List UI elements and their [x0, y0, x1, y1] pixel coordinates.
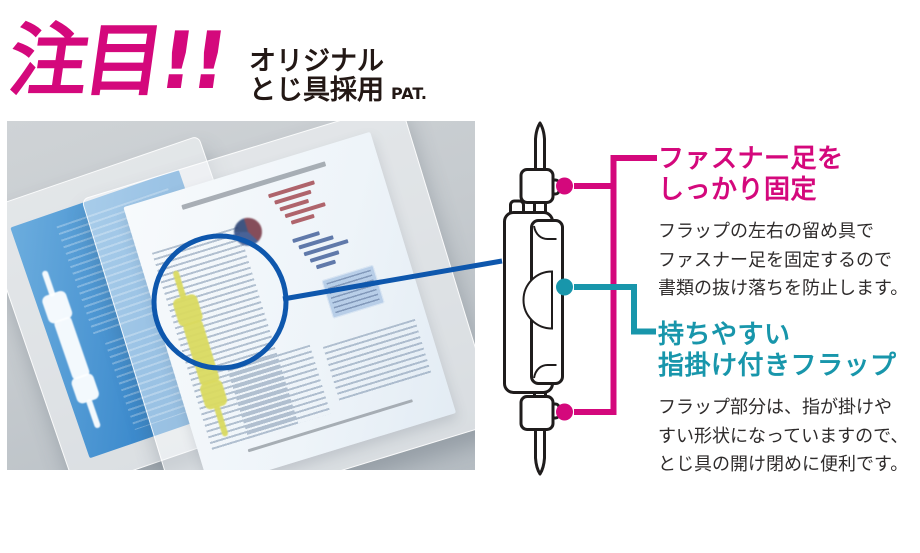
- heading-line: ファスナー足を: [658, 144, 844, 174]
- attention-title: 注目!!: [3, 15, 231, 107]
- callout-flap: 持ちやすい 指掛け付きフラップ フラップ部分は、指が掛けや すい形状になっていま…: [658, 320, 908, 480]
- fastener-leg-bottom: [534, 423, 546, 476]
- flap-plate: [530, 219, 564, 385]
- subtitle-block: オリジナル とじ具採用 PAT.: [249, 47, 427, 108]
- leg-channel-bottom: [533, 370, 547, 404]
- subtitle-line2-row: とじ具採用 PAT.: [249, 76, 427, 108]
- body-line: フラップ部分は、指が掛けや: [658, 397, 892, 418]
- fastener-leg-top: [534, 121, 546, 174]
- heading-line: しっかり固定: [658, 175, 818, 205]
- clamp-bump-bottom: [547, 402, 561, 420]
- clamp-top: [519, 168, 555, 204]
- callout-heading: 持ちやすい 指掛け付きフラップ: [658, 320, 908, 382]
- clamp-bump-top: [547, 178, 561, 196]
- flap-hook-top: [533, 225, 557, 240]
- subtitle-line1: オリジナル: [249, 46, 384, 77]
- body-line: 書類の抜け落ちを防止します。: [658, 278, 909, 299]
- body-text-lines: [322, 318, 432, 403]
- callout-dot-top: [556, 177, 573, 195]
- callout-connector-magenta: [556, 155, 657, 421]
- callout-dot-middle: [556, 278, 573, 296]
- heading-line: 指掛け付きフラップ: [658, 351, 897, 381]
- callout-dot-bottom: [556, 403, 573, 421]
- callout-connector-teal: [556, 278, 656, 335]
- product-photo: [7, 121, 475, 470]
- bar-chart-blue: [315, 259, 337, 270]
- body-line: とじ具の開け閉めに便利です。: [658, 454, 909, 475]
- fastener-diagram: [503, 121, 564, 476]
- subtitle-line2: とじ具採用: [249, 75, 384, 106]
- flap-body: [503, 211, 554, 394]
- callout-fastener-fix: ファスナー足を しっかり固定 フラップの左右の留め具で ファスナー足を固定するの…: [658, 144, 908, 304]
- flap-hook-bottom: [533, 364, 557, 379]
- body-notch-bottom: [509, 372, 525, 393]
- body-notch-top: [509, 199, 525, 220]
- callout-body: フラップの左右の留め具で ファスナー足を固定するので 書類の抜け落ちを防止します…: [658, 218, 908, 304]
- body-line: ファスナー足を固定するので: [658, 249, 892, 271]
- heading-line: 持ちやすい: [658, 320, 791, 350]
- body-line: フラップの左右の留め具で: [658, 221, 874, 242]
- callout-body: フラップ部分は、指が掛けや すい形状になっていますので、 とじ具の開け閉めに便利…: [658, 394, 908, 480]
- callout-heading: ファスナー足を しっかり固定: [658, 144, 908, 206]
- body-line: すい形状になっていますので、: [658, 425, 909, 447]
- clamp-bottom: [519, 395, 555, 431]
- patent-label: PAT.: [391, 84, 427, 103]
- leg-channel-top: [533, 194, 547, 230]
- finger-hold-notch: [522, 270, 553, 330]
- table-block: [321, 264, 385, 319]
